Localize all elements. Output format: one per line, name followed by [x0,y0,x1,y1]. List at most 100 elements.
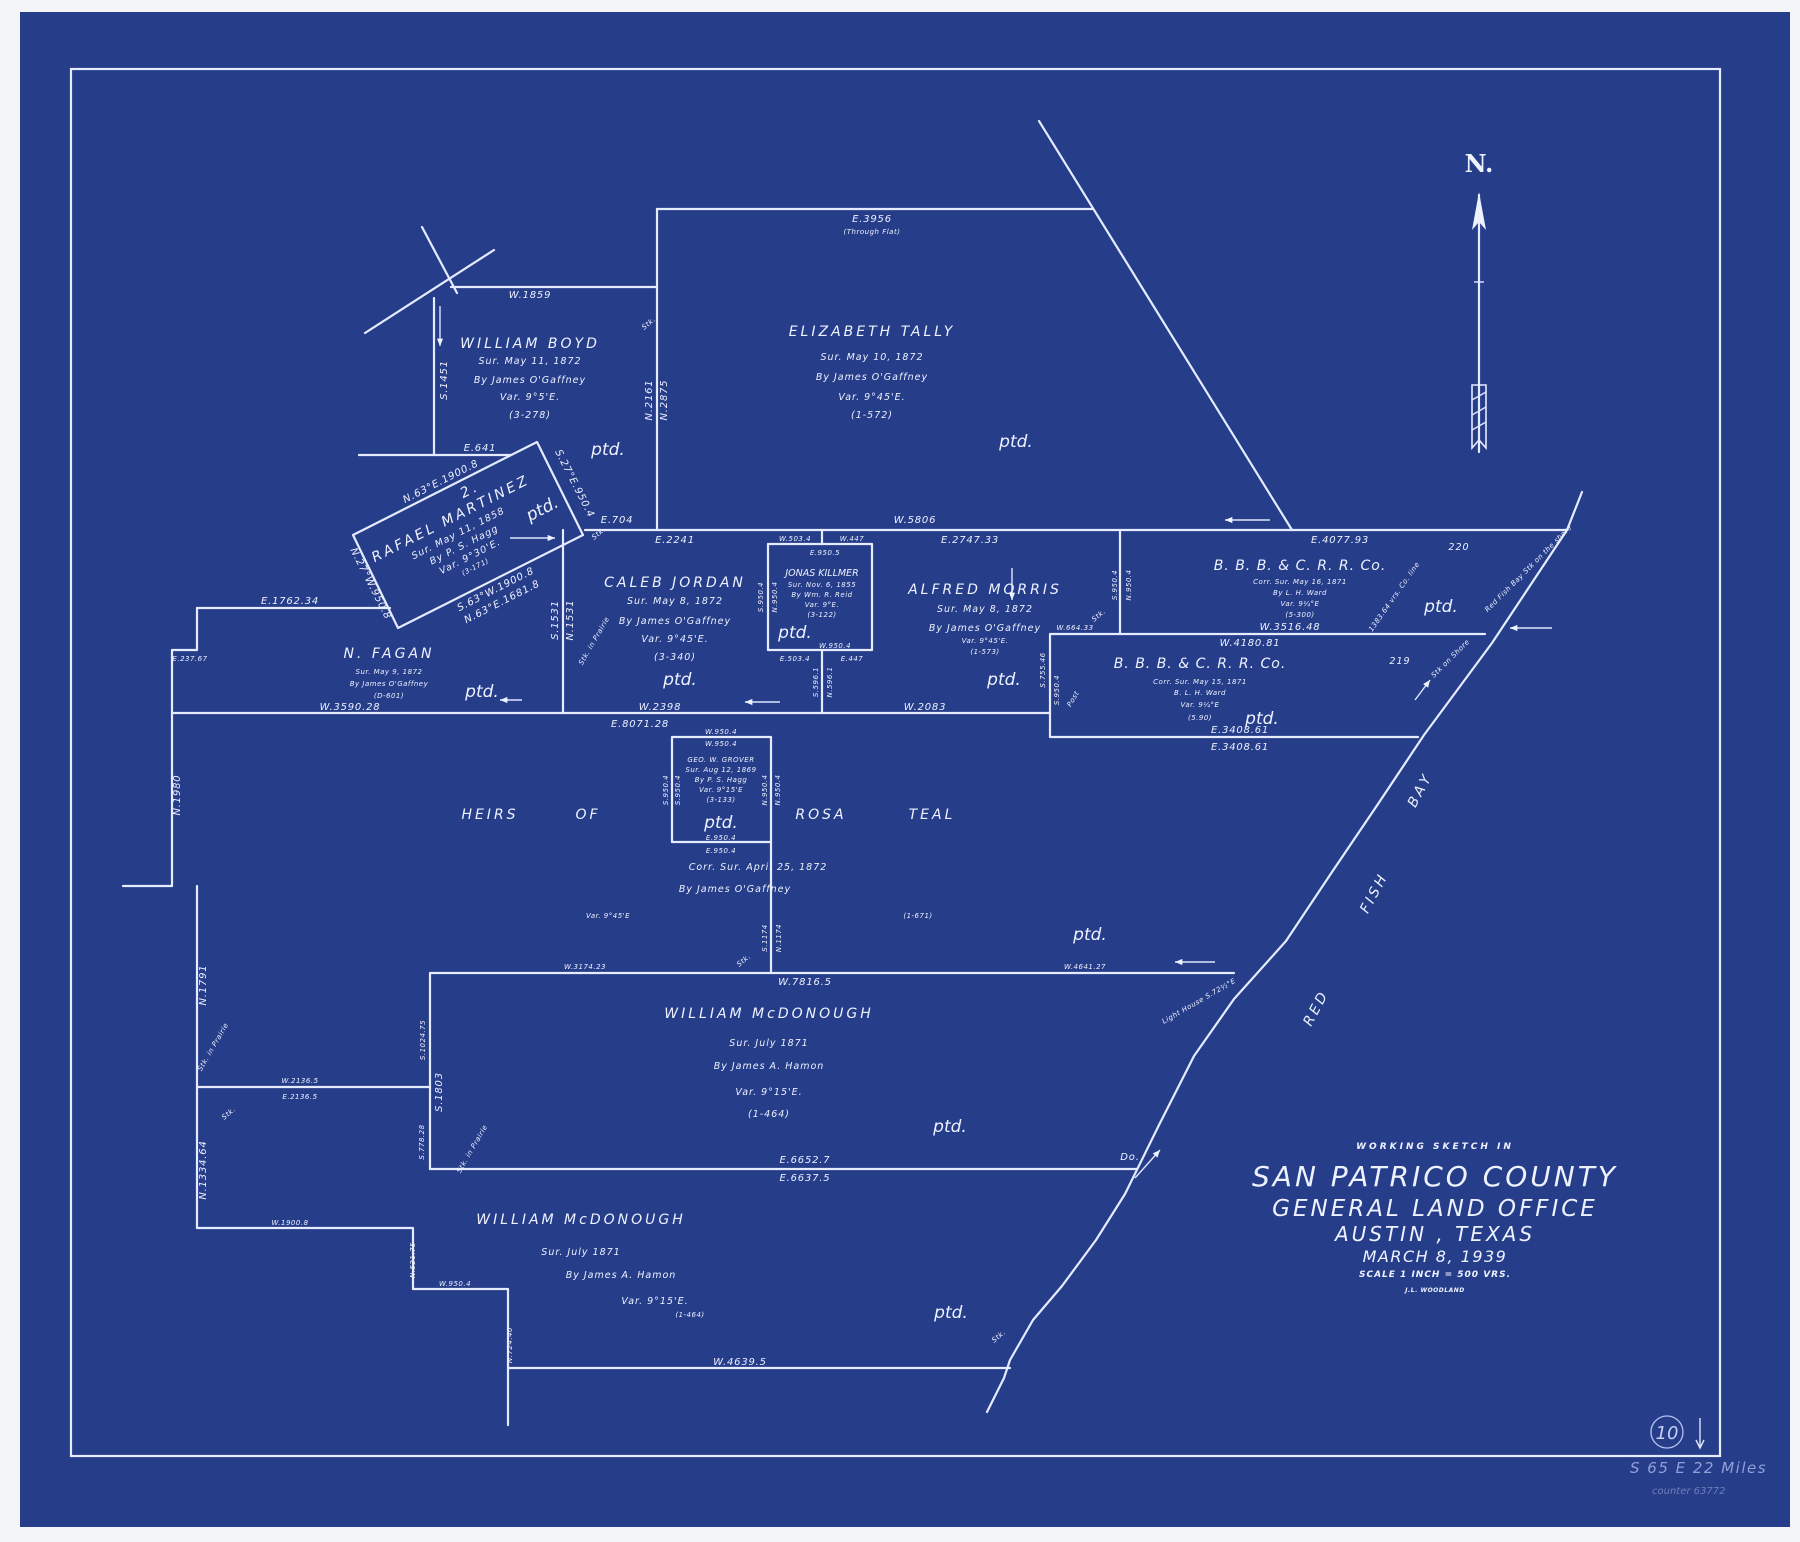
survey-date: Sur. July 1871 [541,1247,620,1258]
boundary-measurement: S.1803 [434,1072,445,1112]
boundary-measurement: E.2241 [655,535,695,546]
boundary-measurement: E.3956 [852,214,892,225]
boundary-measurement: N.1174 [775,924,783,952]
patented-label: ptd. [998,432,1033,452]
boundary-measurement: E.3408.61 [1211,742,1269,753]
arrow-icon [1175,958,1215,966]
boundary-measurement: E.237.67 [172,655,207,663]
arrow-icon [436,306,444,346]
boundary-measurement: E.950.4 [706,847,736,855]
boundary-measurement: S.1531 [550,600,561,640]
boundary-measurement: N.1334.64 [198,1140,209,1199]
title-heading: WORKING SKETCH IN [1356,1142,1514,1152]
boundary-measurement: N.950.4 [761,774,769,805]
survey-reference: (3-122) [807,611,836,619]
title-office: GENERAL LAND OFFICE [1272,1196,1598,1222]
boundary-measurement: W.4641.27 [1064,963,1106,971]
survey-surveyor: By L. H. Ward [1273,589,1327,597]
arrow-icon [510,534,555,542]
arrow-icon [1225,516,1270,524]
survey-surveyor: By James O'Gaffney [350,680,429,688]
boundary-measurement: E.2136.5 [282,1093,317,1101]
map-border [69,67,1722,1458]
boundary-measurement: W.2083 [904,702,947,713]
patented-label: ptd. [1072,925,1107,945]
title-county: SAN PATRICO COUNTY [1252,1160,1618,1193]
survey-variation: Var. 9°15'E. [735,1087,802,1098]
survey-surveyor: By Wm. R. Reid [791,591,852,599]
title-scale: SCALE 1 INCH = 500 VRS. [1359,1270,1511,1280]
survey-surveyor: By James O'Gaffney [619,616,731,627]
road-line [1037,119,1294,532]
survey-surveyor: By James O'Gaffney [474,375,586,386]
north-arrow-icon [1471,192,1487,454]
survey-surveyor: B. L. H. Ward [1174,689,1226,697]
boundary-measurement: S.1451 [439,360,450,400]
boundary-measurement: E.4077.93 [1311,535,1369,546]
blueprint-paper [20,12,1790,1527]
survey-date: Sur. Nov. 6, 1855 [788,581,856,589]
survey-variation: Var. 9°45'E. [962,637,1009,645]
survey-reference: (3-278) [509,410,551,421]
boundary-measurement: W.503.4 [779,535,811,543]
boundary-measurement: S.596.1 [812,667,820,697]
survey-date: Sur. May 9, 1872 [356,668,423,676]
arrow-icon [1008,568,1016,600]
boundary-measurement: N.950.4 [771,581,779,612]
survey-name-n-fagan: N. FAGAN [343,646,434,662]
survey-reference: (3-340) [654,652,696,663]
patented-label: ptd. [932,1117,967,1137]
boundary-measurement: E.6637.5 [780,1173,831,1184]
boundary-measurement: W.1859 [509,290,552,301]
survey-name-geo-w-grover: GEO. W. GROVER [687,756,754,764]
boundary-measurement: S.950.4 [1111,570,1119,600]
boundary-measurement: N.950.4 [1125,569,1133,600]
boundary-measurement: (Through Flat) [844,228,901,236]
survey-name-bbb-crr-lower: B. B. B. & C. R. R. Co. [1114,656,1287,672]
survey-reference: (3-133) [706,796,735,804]
survey-date: Sur. May 8, 1872 [627,596,723,607]
survey-reference: (1-464) [675,1311,704,1319]
patented-label: ptd. [1423,597,1458,617]
survey-variation: Var. 9°45'E. [641,634,708,645]
counter-note: counter 63772 [1652,1486,1725,1497]
survey-date: Corr. Sur. May 15, 1871 [1153,678,1247,686]
survey-reference: (1-573) [970,648,999,656]
survey-reference: (1-464) [748,1109,790,1120]
survey-number: 2. [458,479,483,502]
survey-variation: Var. 9°E. [805,601,839,609]
title-draftsman: J.L. WOODLAND [1404,1287,1464,1294]
survey-surveyor: By James A. Hamon [566,1270,677,1281]
survey-date: Corr. Sur. May 16, 1871 [1253,578,1347,586]
boundary-measurement: S.778.28 [418,1124,426,1159]
boundary-measurement: N.724.40 [506,1327,514,1363]
boundary-measurement: S.950.4 [662,775,670,805]
boundary-measurement: E.503.4 [780,655,810,663]
boundary-measurement: E.704 [601,515,634,526]
patented-label: ptd. [464,682,499,702]
boundary-measurement: W.950.4 [705,740,737,748]
boundary-measurement: W.447 [840,535,864,543]
patented-label: ptd. [933,1303,968,1323]
line-1900 [195,1226,510,1427]
boundary-measurement: W.4639.5 [713,1357,767,1368]
killmer-box [766,542,874,652]
bbb-lower-box [1048,632,1487,739]
boundary-measurement: W.2398 [639,702,682,713]
arrow-icon [1134,1149,1161,1179]
survey-name-heirs: HEIRS [461,807,518,823]
boundary-measurement: W.3174.23 [564,963,606,971]
boundary-measurement: N.2875 [659,380,670,421]
boundary-measurement: W.950.4 [819,642,851,650]
survey-surveyor: By P. S. Hagg [695,776,748,784]
boundary-measurement: S.1024.75 [419,1020,427,1060]
survey-surveyor: By James O'Gaffney [929,623,1041,634]
survey-reference: (1-572) [851,410,893,421]
boundary-measurement: N.2161 [644,380,655,421]
survey-date: Sur. Aug 12, 1869 [685,766,756,774]
boundary-measurement: W.1900.8 [271,1219,308,1227]
boundary-measurement: E.6652.7 [780,1155,831,1166]
survey-name-alfred-morris: ALFRED MORRIS [907,582,1062,598]
boundary-measurement: W.2136.5 [281,1077,318,1085]
